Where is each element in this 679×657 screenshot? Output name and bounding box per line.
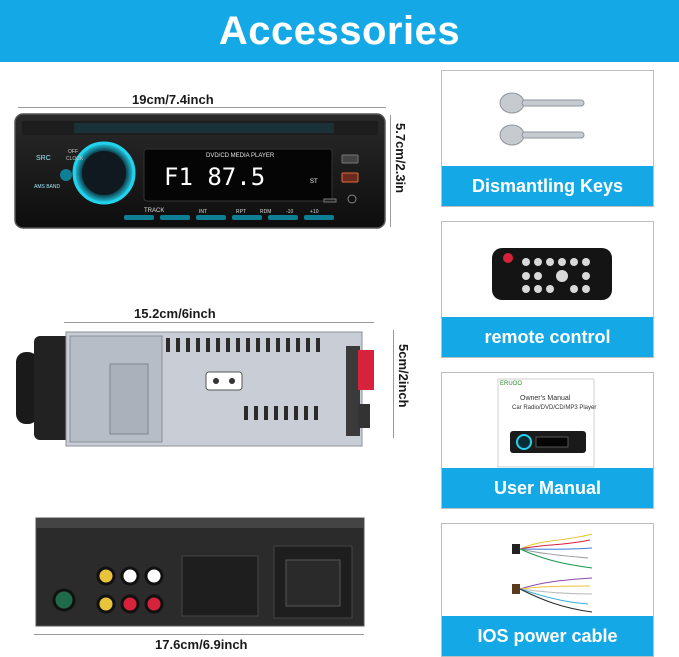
usb-port-1 bbox=[341, 154, 359, 164]
preset-buttons bbox=[124, 215, 334, 220]
svg-text:+10: +10 bbox=[310, 209, 319, 215]
side-height-label: 5cm/2inch bbox=[396, 344, 411, 408]
display-screen bbox=[143, 148, 333, 202]
remote-control-icon bbox=[492, 248, 612, 300]
accessory-label: User Manual bbox=[493, 477, 602, 498]
ams-band-label: AMS BAND bbox=[34, 184, 61, 190]
power-cable-icon bbox=[512, 533, 593, 613]
svg-text:RDM: RDM bbox=[260, 209, 271, 215]
header-banner: Accessories bbox=[0, 0, 679, 62]
display-frequency: F1 87.5 bbox=[164, 163, 265, 191]
dismantling-keys-icon bbox=[499, 92, 585, 146]
accessory-card-remote-control: remote control bbox=[441, 221, 654, 358]
back-width-line bbox=[34, 634, 364, 635]
front-height-line bbox=[390, 115, 391, 227]
off-label: OFF bbox=[68, 149, 78, 155]
accessory-bar: remote control bbox=[442, 317, 653, 357]
rca-ports bbox=[96, 566, 164, 614]
accessory-label: IOS power cable bbox=[477, 625, 618, 646]
manual-brand: ERUOO bbox=[500, 381, 523, 387]
antenna-port bbox=[52, 588, 76, 612]
accessory-card-power-cable: IOS power cable bbox=[441, 523, 654, 657]
display-st: ST bbox=[310, 179, 318, 185]
user-manual-icon bbox=[497, 378, 595, 468]
accessory-card-user-manual: ERUOO Owner's Manual Car Radio/DVD/CD/MP… bbox=[441, 372, 654, 509]
accessory-bar: Dismantling Keys bbox=[442, 166, 653, 206]
svg-text:INT: INT bbox=[199, 209, 207, 215]
display-title: DVD/CD MEDIA PLAYER bbox=[206, 153, 275, 159]
accessory-bar: IOS power cable bbox=[442, 616, 653, 656]
front-height-label: 5.7cm/2.3in bbox=[393, 123, 408, 194]
side-length-line bbox=[64, 322, 374, 323]
svg-text:-10: -10 bbox=[286, 209, 293, 215]
usb-port-2 bbox=[341, 172, 359, 183]
manual-subtitle: Car Radio/DVD/CD/MP3 Player bbox=[512, 405, 597, 411]
aux-jack bbox=[347, 194, 357, 204]
track-label: TRACK bbox=[144, 208, 164, 214]
eject-button bbox=[60, 169, 72, 181]
front-width-line bbox=[18, 107, 386, 108]
accessory-bar: User Manual bbox=[442, 468, 653, 508]
front-width-label: 19cm/7.4inch bbox=[132, 92, 214, 107]
svg-text:RPT: RPT bbox=[236, 209, 246, 215]
manual-title: Owner's Manual bbox=[520, 395, 571, 402]
accessory-label: remote control bbox=[484, 326, 611, 347]
page-title: Accessories bbox=[218, 8, 461, 53]
back-width-label: 17.6cm/6.9inch bbox=[155, 637, 248, 652]
clock-label: CLOCK bbox=[66, 156, 84, 162]
volume-knob bbox=[72, 141, 136, 205]
front-panel-image: SRC OFF CLOCK AMS BAND DVD/CD MEDIA PLAY… bbox=[14, 113, 386, 229]
sd-slot bbox=[323, 198, 337, 203]
accessory-card-dismantling-keys: Dismantling Keys bbox=[441, 70, 654, 207]
src-label: SRC bbox=[36, 155, 51, 162]
accessory-label: Dismantling Keys bbox=[471, 175, 624, 196]
side-view-image bbox=[16, 331, 374, 447]
side-height-line bbox=[393, 330, 394, 438]
back-view-image bbox=[35, 517, 365, 627]
side-length-label: 15.2cm/6inch bbox=[134, 306, 216, 321]
